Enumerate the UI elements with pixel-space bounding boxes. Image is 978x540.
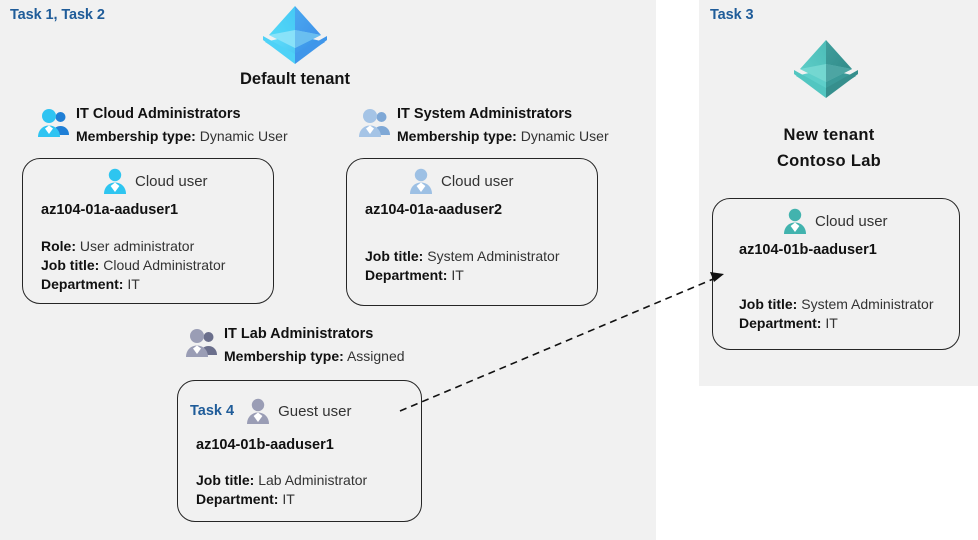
group-users-icon (357, 108, 395, 140)
default-tenant-panel (0, 0, 656, 540)
user-type-row: Cloud user (407, 167, 514, 195)
attr-label: Department: (365, 267, 448, 283)
user-card-aaduser1: Cloud user az104-01a-aaduser1 Role: User… (22, 158, 274, 304)
user-type-label: Cloud user (815, 212, 888, 230)
user-attributes: Role: User administrator Job title: Clou… (41, 237, 225, 294)
user-type-row: Task 4 Guest user (190, 397, 351, 425)
user-name: az104-01a-aaduser1 (41, 202, 179, 218)
attr-role: Role: User administrator (41, 237, 225, 256)
user-type-row: Cloud user (781, 207, 888, 235)
user-type-row: Cloud user (101, 167, 208, 195)
group-membership-type: Membership type: Dynamic User (397, 128, 609, 144)
membership-type-value: Dynamic User (520, 128, 609, 144)
user-attributes: Job title: Lab Administrator Department:… (196, 471, 367, 509)
group-name: IT Cloud Administrators (76, 106, 241, 122)
attr-department: Department: IT (196, 490, 367, 509)
user-card-lab-guest: Task 4 Guest user az104-01b-aaduser1 Job… (177, 380, 422, 522)
attr-value: Cloud Administrator (103, 257, 226, 273)
group-users-icon (36, 108, 74, 140)
attr-value: User administrator (79, 238, 195, 254)
attr-label: Job title: (196, 472, 255, 488)
membership-type-label: Membership type: (397, 128, 517, 144)
azure-ad-tenant-icon-new (788, 36, 864, 102)
group-name: IT Lab Administrators (224, 326, 374, 342)
attr-label: Role: (41, 238, 76, 254)
attr-label: Department: (196, 491, 279, 507)
attr-label: Department: (739, 315, 822, 331)
membership-type-value: Dynamic User (199, 128, 288, 144)
user-type-label: Cloud user (441, 172, 514, 190)
user-attributes: Job title: System Administrator Departme… (365, 247, 560, 285)
attr-job-title: Job title: Cloud Administrator (41, 256, 225, 275)
attr-label: Job title: (739, 296, 798, 312)
task-label-3: Task 3 (710, 7, 754, 23)
attr-department: Department: IT (41, 275, 225, 294)
attr-value: IT (451, 267, 464, 283)
attr-label: Job title: (365, 248, 424, 264)
membership-type-label: Membership type: (224, 348, 344, 364)
user-card-aaduser2: Cloud user az104-01a-aaduser2 Job title:… (346, 158, 598, 306)
attr-value: System Administrator (801, 296, 934, 312)
attr-label: Department: (41, 276, 124, 292)
group-membership-type: Membership type: Dynamic User (76, 128, 288, 144)
attr-department: Department: IT (739, 314, 934, 333)
attr-value: Lab Administrator (258, 472, 368, 488)
user-attributes: Job title: System Administrator Departme… (739, 295, 934, 333)
user-card-new-tenant-user: Cloud user az104-01b-aaduser1 Job title:… (712, 198, 960, 350)
membership-type-label: Membership type: (76, 128, 196, 144)
attr-value: IT (282, 491, 295, 507)
user-name: az104-01b-aaduser1 (196, 437, 334, 453)
attr-job-title: Job title: Lab Administrator (196, 471, 367, 490)
guest-user-icon (244, 397, 272, 425)
user-type-label: Cloud user (135, 172, 208, 190)
task-label-4: Task 4 (190, 403, 235, 419)
default-tenant-title: Default tenant (239, 70, 350, 88)
azure-ad-tenant-icon-default (257, 2, 333, 68)
attr-department: Department: IT (365, 266, 560, 285)
attr-value: System Administrator (427, 248, 560, 264)
user-name: az104-01b-aaduser1 (739, 242, 877, 258)
task-label-1-2: Task 1, Task 2 (10, 7, 105, 23)
group-name: IT System Administrators (397, 106, 573, 122)
group-membership-type: Membership type: Assigned (224, 348, 405, 364)
attr-label: Job title: (41, 257, 100, 273)
attr-job-title: Job title: System Administrator (365, 247, 560, 266)
attr-job-title: Job title: System Administrator (739, 295, 934, 314)
membership-type-value: Assigned (346, 348, 405, 364)
cloud-user-icon (781, 207, 809, 235)
user-name: az104-01a-aaduser2 (365, 202, 503, 218)
group-users-icon (184, 328, 222, 360)
attr-value: IT (825, 315, 838, 331)
new-tenant-title-line1: New tenant (783, 126, 875, 144)
user-type-label: Guest user (278, 402, 352, 420)
cloud-user-icon (101, 167, 129, 195)
cloud-user-icon (407, 167, 435, 195)
new-tenant-title-line2: Contoso Lab (776, 152, 882, 170)
attr-value: IT (127, 276, 140, 292)
